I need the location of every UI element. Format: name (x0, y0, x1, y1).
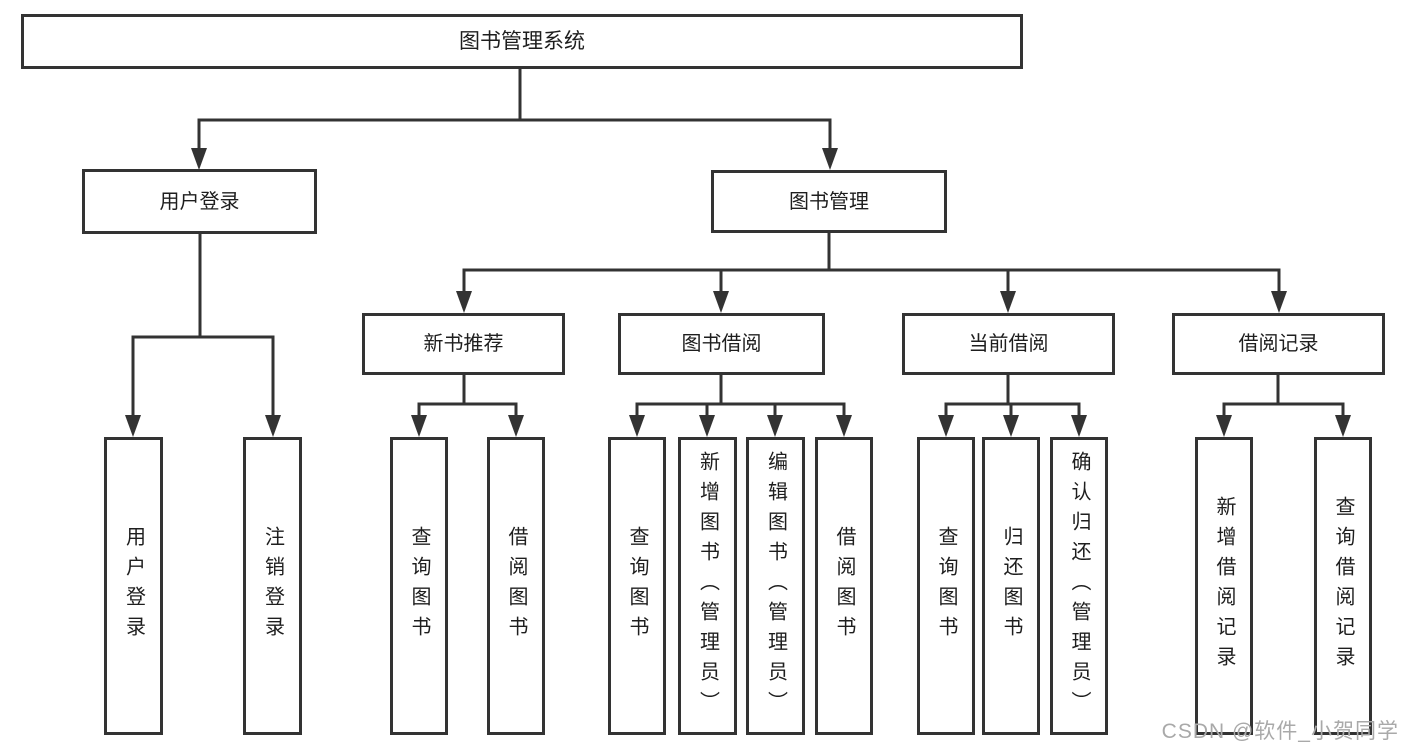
arrowhead-rec-borrow (508, 415, 524, 437)
arrowhead-current-confirm (1071, 415, 1087, 437)
arrowhead-current-query (938, 415, 954, 437)
node-borrowing-records: 借阅记录 (1172, 313, 1385, 375)
node-book-management: 图书管理 (711, 170, 947, 233)
arrowhead-borrow-borrow (836, 415, 852, 437)
leaf-current-query-books: 查询图书 (917, 437, 975, 735)
leaf-rec-query-books: 查询图书 (390, 437, 448, 735)
arrowhead-current-return (1003, 415, 1019, 437)
arrowhead-borrow-query (629, 415, 645, 437)
leaf-borrow-query-books: 查询图书 (608, 437, 666, 735)
arrowhead-borrow-edit (767, 415, 783, 437)
arrowhead-rec (456, 291, 472, 313)
node-book-borrowing: 图书借阅 (618, 313, 825, 375)
arrowhead-records-add (1216, 415, 1232, 437)
leaf-user-login: 用户登录 (104, 437, 163, 735)
leaf-borrow-edit-books-admin: 编辑图书（管理员） (746, 437, 805, 735)
arrowhead-current (1000, 291, 1016, 313)
arrowhead-login-user (125, 415, 141, 437)
leaf-logout: 注销登录 (243, 437, 302, 735)
arrowhead-login-out (265, 415, 281, 437)
node-library-management-system: 图书管理系统 (21, 14, 1023, 69)
node-new-book-recommendation: 新书推荐 (362, 313, 565, 375)
leaf-current-return-books: 归还图书 (982, 437, 1040, 735)
leaf-records-query-record: 查询借阅记录 (1314, 437, 1372, 735)
leaf-current-confirm-return-admin: 确认归还（管理员） (1050, 437, 1108, 735)
leaf-borrow-borrow-books: 借阅图书 (815, 437, 873, 735)
arrowhead-records (1271, 291, 1287, 313)
node-current-borrowing: 当前借阅 (902, 313, 1115, 375)
leaf-rec-borrow-books: 借阅图书 (487, 437, 545, 735)
watermark: CSDN @软件_小贺同学 (1161, 720, 1399, 743)
arrowhead-rec-query (411, 415, 427, 437)
arrowhead-records-query (1335, 415, 1351, 437)
arrowhead-borrow-add (699, 415, 715, 437)
node-user-login: 用户登录 (82, 169, 317, 234)
leaf-records-add-record: 新增借阅记录 (1195, 437, 1253, 735)
arrowhead-borrow (713, 291, 729, 313)
arrowhead-mgmt (822, 148, 838, 170)
leaf-borrow-add-books-admin: 新增图书（管理员） (678, 437, 737, 735)
arrowhead-login (191, 148, 207, 170)
